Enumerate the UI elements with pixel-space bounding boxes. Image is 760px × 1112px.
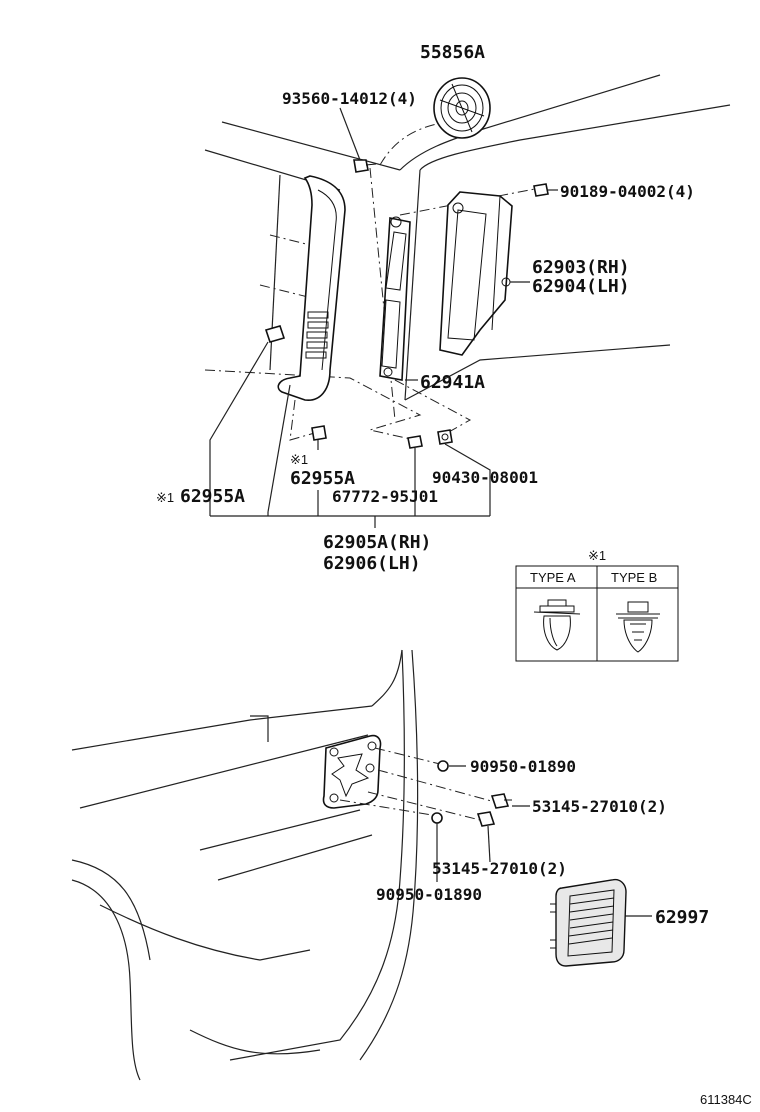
label-55856a: 55856A	[420, 42, 485, 63]
type-a-header: TYPE A	[530, 570, 576, 585]
bolt-53145-top	[490, 793, 512, 809]
lock-striker-plate	[322, 734, 382, 809]
leader-lines-bottom	[339, 747, 496, 821]
label-62904: 62904(LH)	[532, 276, 630, 297]
label-62997: 62997	[655, 907, 709, 928]
clip-90189	[533, 183, 549, 197]
label-62903: 62903(RH)	[532, 257, 630, 278]
label-62905a: 62905A(RH)	[323, 532, 431, 553]
washer-90950-top	[437, 760, 449, 772]
clip-62955a-upper	[264, 325, 286, 343]
type-b-header: TYPE B	[611, 570, 657, 585]
clip-67772	[407, 435, 423, 449]
label-93560: 93560-14012(4)	[282, 89, 417, 108]
label-62955a-left: 62955A	[180, 486, 245, 507]
label-90189: 90189-04002(4)	[560, 182, 695, 201]
clip-type-table: ※1 TYPE A TYPE B	[515, 548, 679, 662]
clip-type-a-icon	[533, 599, 581, 651]
ref-symbol-table: ※1	[588, 548, 606, 563]
clip-type-b-icon	[616, 601, 660, 653]
vent-grille-62997	[550, 878, 627, 967]
callout-lines-top	[209, 107, 558, 528]
body-outline-bottom	[71, 649, 419, 1081]
label-67772: 67772-95J01	[332, 487, 438, 506]
label-62955a-center: 62955A	[290, 468, 355, 489]
label-53145-top: 53145-27010(2)	[532, 797, 667, 816]
label-90950-top: 90950-01890	[470, 757, 576, 776]
label-90430: 90430-08001	[432, 468, 538, 487]
duct-62903	[439, 191, 513, 356]
label-62906: 62906(LH)	[323, 553, 421, 574]
bracket-62941a	[379, 216, 411, 381]
ref-symbol-center: ※1	[290, 452, 308, 467]
ref-symbol-left: ※1	[156, 490, 174, 505]
washer-90430	[437, 429, 453, 445]
label-62941a: 62941A	[420, 372, 485, 393]
clip-62955a-center	[311, 425, 327, 441]
screw-93560	[353, 159, 377, 173]
washer-90950-bottom	[431, 812, 443, 824]
diagram-code: 611384C	[700, 1092, 752, 1107]
label-90950-bottom: 90950-01890	[376, 885, 482, 904]
label-53145-bottom: 53145-27010(2)	[432, 859, 567, 878]
bolt-53145-bottom	[476, 811, 496, 827]
garnish-62905a	[277, 175, 346, 401]
vent-slots	[305, 311, 329, 359]
body-outline-top	[204, 74, 731, 401]
speaker-grille-55856a	[433, 77, 491, 139]
